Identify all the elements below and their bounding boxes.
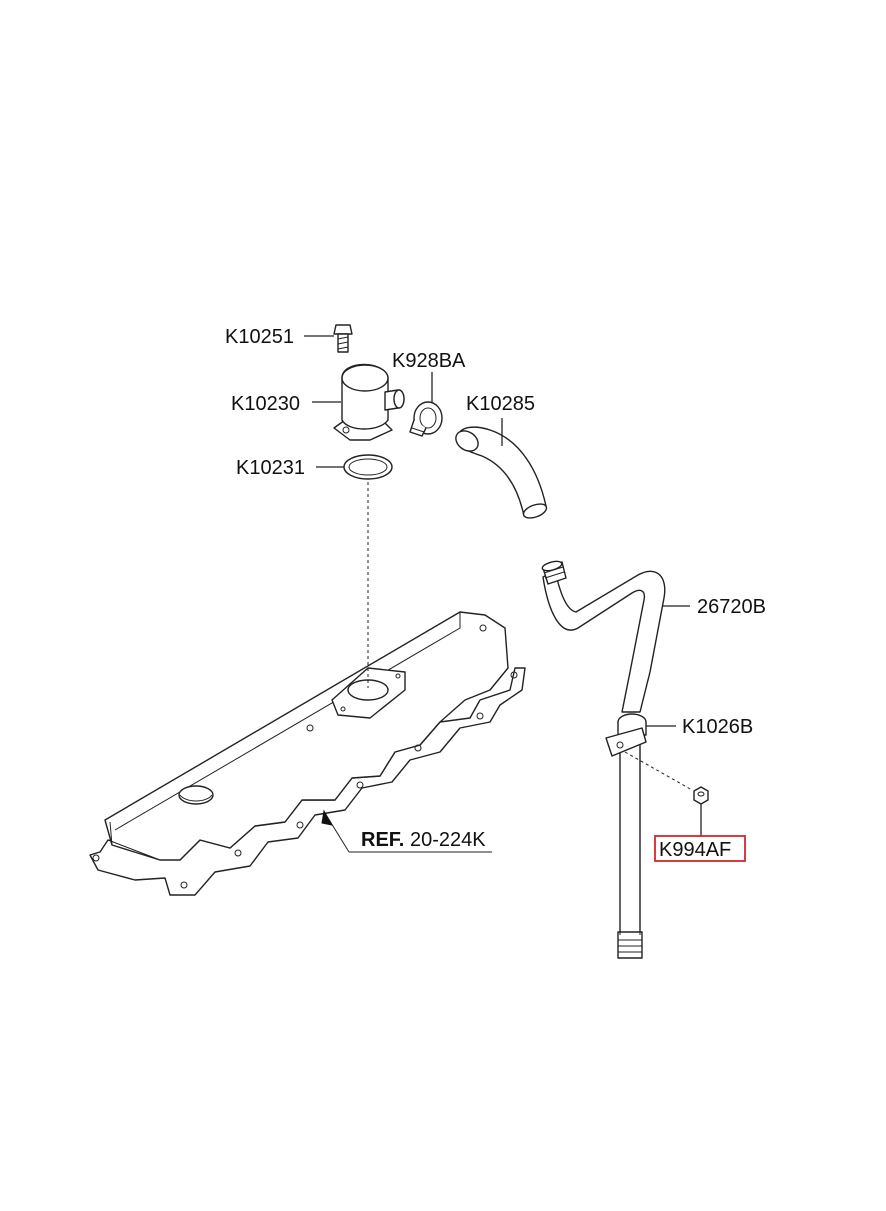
label-clamp: K928BA	[392, 350, 466, 372]
bracket-part	[605, 713, 647, 757]
highlight-box-nut	[654, 835, 746, 862]
breather-housing-part	[333, 363, 405, 441]
hose-part	[455, 426, 548, 519]
bolt-part	[333, 324, 353, 353]
label-breather-housing: K10230	[231, 393, 300, 415]
clamp-part	[409, 401, 443, 437]
valve-cover	[89, 611, 526, 896]
ref-prefix: REF.	[361, 829, 404, 851]
pipe-part	[541, 560, 666, 959]
ref-code: 20-224K	[410, 829, 486, 851]
label-bolt: K10251	[225, 326, 294, 348]
label-gasket: K10231	[236, 457, 305, 479]
label-hose: K10285	[466, 393, 535, 415]
label-nut: K994AF	[659, 839, 731, 861]
assembly-axis-nut	[624, 751, 693, 791]
label-pipe: 26720B	[697, 596, 766, 618]
gasket-part	[343, 454, 393, 480]
nut-part	[693, 786, 709, 805]
label-bracket: K1026B	[682, 716, 753, 738]
